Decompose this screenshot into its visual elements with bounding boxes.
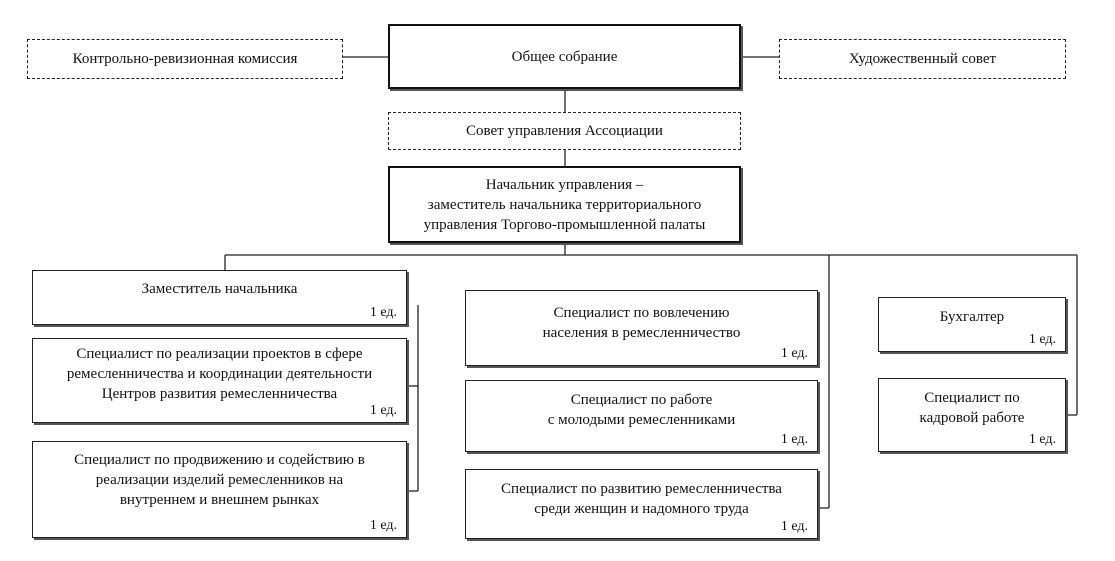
art-council-label: Художественный совет	[848, 51, 997, 67]
youth-specialist-line-2: с молодыми ремесленниками	[547, 412, 736, 428]
deputy-title: Заместитель начальника	[141, 281, 298, 297]
deputy-box: Заместитель начальника 1 ед.	[32, 270, 407, 325]
hr-specialist-line-2: кадровой работе	[919, 410, 1025, 426]
women-specialist-line-2: среди женщин и надомного труда	[534, 501, 749, 517]
promotion-specialist-qty: 1 ед.	[369, 518, 397, 533]
hr-specialist-box: Специалист по кадровой работе 1 ед.	[878, 378, 1066, 452]
general-meeting-box: Общее собрание	[388, 24, 741, 89]
promotion-specialist-box: Специалист по продвижению и содействию в…	[32, 441, 407, 538]
board-box: Совет управления Ассоциации	[388, 112, 741, 150]
head-line-1: Начальник управления –	[485, 177, 644, 193]
head-line-3: управления Торгово-промышленной палаты	[423, 217, 706, 233]
women-specialist-qty: 1 ед.	[780, 519, 808, 534]
promotion-specialist-line-1: Специалист по продвижению и содействию в	[74, 452, 365, 468]
board-label: Совет управления Ассоциации	[466, 123, 663, 139]
projects-specialist-line-1: Специалист по реализации проектов в сфер…	[76, 346, 363, 362]
control-commission-box: Контрольно-ревизионная комиссия	[27, 39, 343, 79]
projects-specialist-box: Специалист по реализации проектов в сфер…	[32, 338, 407, 423]
women-specialist-box: Специалист по развитию ремесленничества …	[465, 469, 818, 539]
control-commission-label: Контрольно-ревизионная комиссия	[72, 51, 298, 67]
head-box: Начальник управления – заместитель начал…	[388, 166, 741, 243]
projects-specialist-line-3: Центров развития ремесленничества	[101, 386, 338, 402]
involvement-specialist-qty: 1 ед.	[780, 346, 808, 361]
hr-specialist-qty: 1 ед.	[1028, 432, 1056, 447]
involvement-specialist-line-1: Специалист по вовлечению	[553, 305, 730, 321]
projects-specialist-qty: 1 ед.	[369, 403, 397, 418]
youth-specialist-box: Специалист по работе с молодыми ремеслен…	[465, 380, 818, 452]
hr-specialist-line-1: Специалист по	[924, 390, 1020, 406]
deputy-qty: 1 ед.	[369, 305, 397, 320]
accountant-title: Бухгалтер	[939, 309, 1005, 325]
art-council-box: Художественный совет	[779, 39, 1066, 79]
accountant-box: Бухгалтер 1 ед.	[878, 297, 1066, 352]
promotion-specialist-line-3: внутреннем и внешнем рынках	[119, 492, 320, 508]
projects-specialist-line-2: ремесленничества и координации деятельно…	[66, 366, 373, 382]
head-line-2: заместитель начальника территориального	[427, 197, 702, 213]
youth-specialist-line-1: Специалист по работе	[570, 392, 713, 408]
involvement-specialist-line-2: населения в ремесленничество	[542, 325, 741, 341]
promotion-specialist-line-2: реализации изделий ремесленников на	[95, 472, 344, 488]
youth-specialist-qty: 1 ед.	[780, 432, 808, 447]
general-meeting-label: Общее собрание	[511, 49, 618, 65]
accountant-qty: 1 ед.	[1028, 332, 1056, 347]
involvement-specialist-box: Специалист по вовлечению населения в рем…	[465, 290, 818, 366]
women-specialist-line-1: Специалист по развитию ремесленничества	[501, 481, 782, 497]
